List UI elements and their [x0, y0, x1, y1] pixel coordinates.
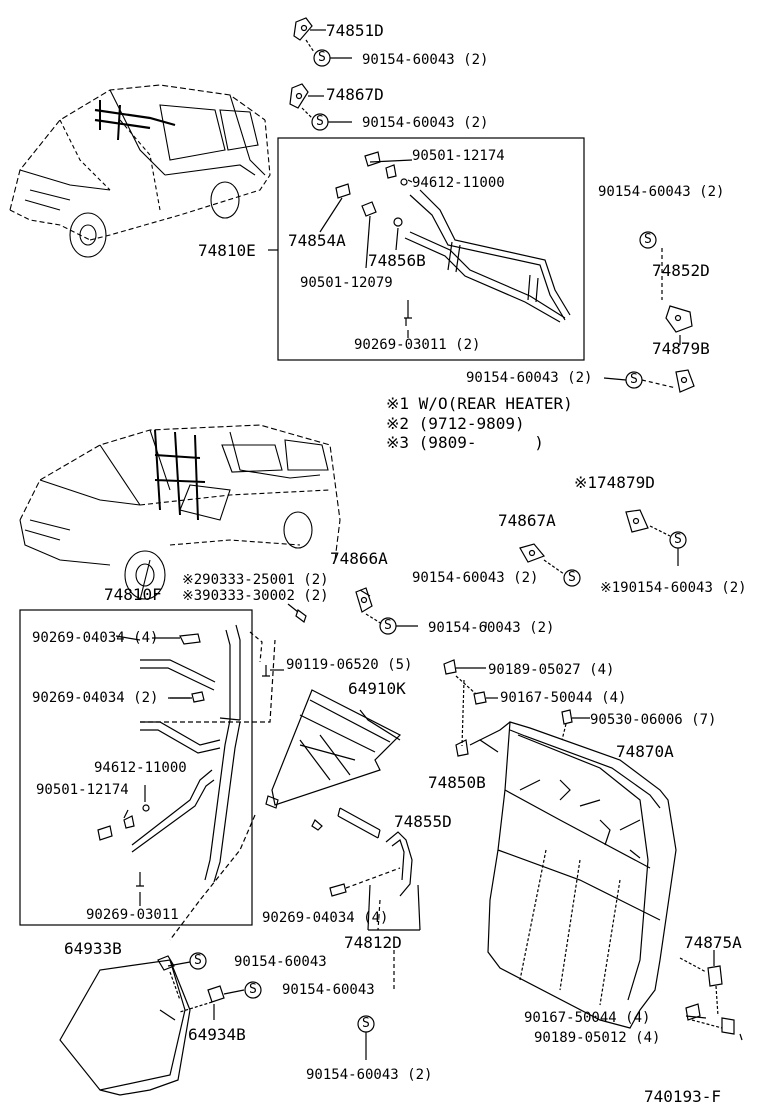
part-number-74879D: ※174879D: [574, 473, 655, 492]
washer-icon: S: [362, 1016, 370, 1031]
washer-label-2: 90154-60043 (2): [362, 115, 489, 131]
washer-icon: S: [316, 114, 324, 129]
note-1: ※1 W/O(REAR HEATER): [386, 394, 573, 413]
part-number-74852D: 74852D: [652, 261, 710, 280]
part-number-90167-50044-a: 90167-50044 (4): [500, 690, 627, 706]
part-number-90269-03011-a: 90269-03011 (2): [354, 337, 481, 353]
washer-label-4: 90154-60043 (2): [466, 370, 593, 386]
part-number-74855D: 74855D: [394, 812, 452, 831]
rod-74812D: [329, 831, 421, 1060]
part-number-90269-04034-c: 90269-04034 (4): [262, 910, 389, 926]
part-number-90167-50044-b: 90167-50044 (4): [524, 1010, 651, 1026]
note-3: ※3 (9809- ): [386, 433, 544, 452]
part-number-90333-30002: ※390333-30002 (2): [182, 588, 329, 604]
assembly-box-74810E: [277, 137, 585, 361]
part-number-74867D: 74867D: [326, 85, 384, 104]
part-number-90530-06006: 90530-06006 (7): [590, 712, 717, 728]
bracket-74867A: [519, 543, 565, 575]
cover-fasteners: [443, 659, 590, 747]
part-number-74810E: 74810E: [198, 241, 256, 260]
part-number-74810F: 74810F: [104, 585, 162, 604]
rack-74810F: [97, 624, 284, 906]
sunshade-64934B: [59, 955, 245, 1096]
tray-64910K: [169, 689, 402, 941]
part-number-90501-12174-a: 90501-12174: [412, 148, 505, 164]
clip-74875A: [679, 950, 743, 1041]
leader-lines: [115, 589, 487, 721]
washer-label-9: 90154-60043: [282, 982, 375, 998]
part-number-94612-11000-a: 94612-11000: [412, 175, 505, 191]
screw-90333: [287, 603, 307, 623]
rack-74810E: [268, 151, 571, 338]
bracket-74879B: [603, 369, 695, 393]
assembly-box-74810F: [19, 609, 253, 926]
part-number-64933B: 64933B: [64, 939, 122, 958]
washer-label-3: 90154-60043 (2): [598, 184, 725, 200]
part-number-74879B: 74879B: [652, 339, 710, 358]
part-number-90501-12174-b: 90501-12174: [36, 782, 129, 798]
part-number-74870A: 74870A: [616, 742, 674, 761]
washer-icon: S: [318, 50, 326, 65]
van-illustration-top: [9, 84, 271, 258]
washer-label-5: 90154-60043 (2): [412, 570, 539, 586]
part-number-90119-06520: 90119-06520 (5): [286, 657, 413, 673]
van-illustration-bottom: [19, 424, 341, 601]
bracket-74851D: [293, 17, 326, 53]
part-number-74850B: 74850B: [428, 773, 486, 792]
washer-label-6: ※190154-60043 (2): [600, 580, 747, 596]
part-number-94612-11000-b: 94612-11000: [94, 760, 187, 776]
part-number-74812D: 74812D: [344, 933, 402, 952]
part-number-90269-03011-b: 90269-03011: [86, 907, 179, 923]
part-number-90269-04034-a: 90269-04034 (4): [32, 630, 159, 646]
figure-number: 740193-F: [644, 1087, 722, 1106]
part-number-74866A: 74866A: [330, 549, 388, 568]
part-number-64934B: 64934B: [188, 1025, 246, 1044]
washer-icon: S: [194, 953, 202, 968]
part-number-90501-12079: 90501-12079: [300, 275, 393, 291]
part-number-90189-05012: 90189-05012 (4): [534, 1030, 661, 1046]
part-number-90189-05027: 90189-05027 (4): [488, 662, 615, 678]
bracket-74852D: [661, 248, 693, 345]
part-number-74856B: 74856B: [368, 251, 426, 270]
cover-74870A: [455, 721, 677, 1029]
part-number-90269-04034-b: 90269-04034 (2): [32, 690, 159, 706]
washer-icon: S: [644, 232, 652, 247]
washer-icon: S: [630, 372, 638, 387]
part-number-74854A: 74854A: [288, 231, 346, 250]
washer-icon: S: [384, 618, 392, 633]
washer-label-1: 90154-60043 (2): [362, 52, 489, 68]
pipe-74855D: [337, 807, 381, 839]
part-number-90333-25001: ※290333-25001 (2): [182, 572, 329, 588]
washer-label-10: 90154-60043 (2): [306, 1067, 433, 1083]
part-number-74867A: 74867A: [498, 511, 556, 530]
washer-label-7: 90154-60043 (2): [428, 620, 555, 636]
washer-icon: S: [249, 982, 257, 997]
part-number-74875A: 74875A: [684, 933, 742, 952]
bracket-74879D: [625, 509, 679, 566]
washer-icon: S: [568, 570, 576, 585]
part-number-64910K: 64910K: [348, 679, 406, 698]
washer-icon: S: [674, 532, 682, 547]
part-number-74851D: 74851D: [326, 21, 384, 40]
bracket-74866A: [355, 587, 418, 627]
bracket-74867D: [289, 83, 324, 119]
note-2: ※2 (9712-9809): [386, 414, 525, 433]
washer-label-8: 90154-60043: [234, 954, 327, 970]
